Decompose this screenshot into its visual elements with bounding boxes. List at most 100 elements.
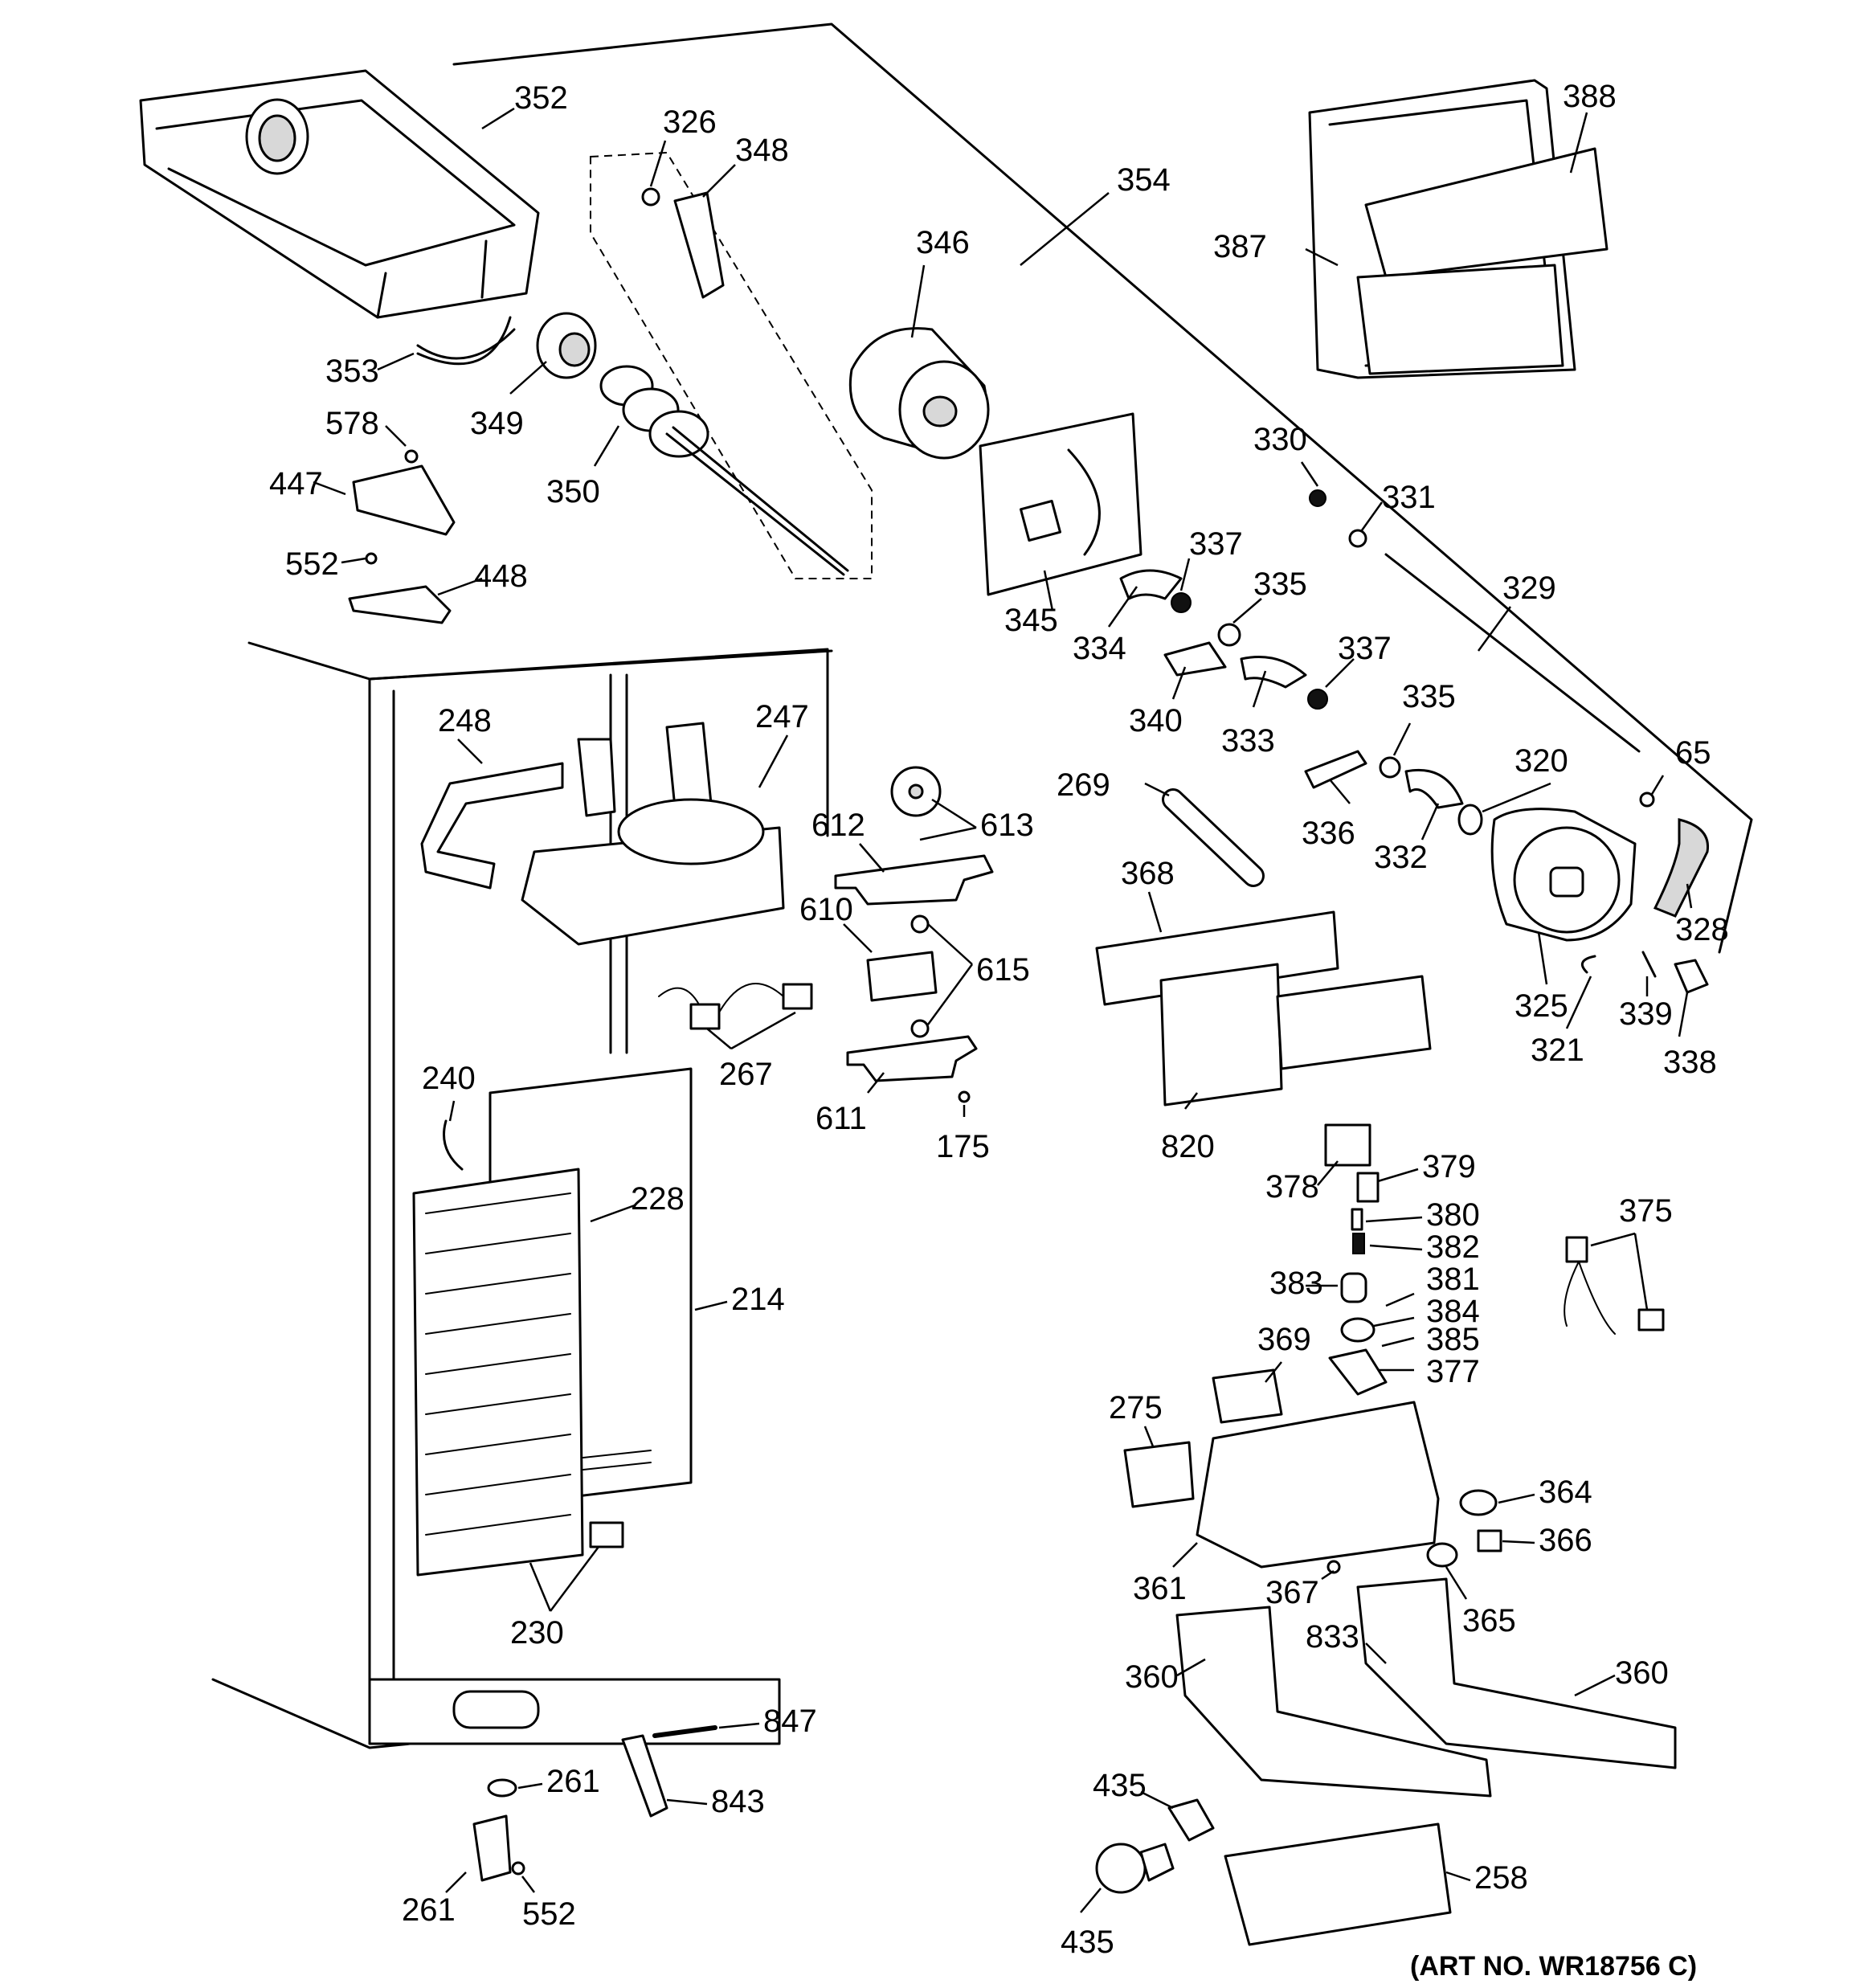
callout-361: 361 <box>1133 1571 1187 1606</box>
art-number: (ART NO. WR18756 C) <box>1410 1951 1697 1982</box>
plate-275 <box>1123 1441 1195 1508</box>
washer-326 <box>641 187 660 207</box>
cam-334 <box>1119 569 1183 600</box>
callout-65: 65 <box>1675 735 1711 771</box>
grommet-615-upper <box>910 914 930 934</box>
callout-348: 348 <box>735 133 789 168</box>
arm-843 <box>621 1734 668 1818</box>
callout-613: 613 <box>980 808 1034 843</box>
ice-bucket-352 <box>139 69 540 360</box>
callout-349: 349 <box>470 406 524 441</box>
motor-325 <box>1490 808 1637 942</box>
callout-360-left: 360 <box>1125 1659 1179 1695</box>
pin-380 <box>1351 1208 1363 1231</box>
callout-331: 331 <box>1382 480 1436 515</box>
washer-335-upper <box>1217 623 1241 647</box>
callout-228: 228 <box>631 1181 685 1217</box>
callout-611: 611 <box>816 1101 867 1136</box>
cylinder-383 <box>1340 1272 1367 1303</box>
housing-361 <box>1196 1401 1440 1569</box>
spring-337-upper <box>1171 592 1192 613</box>
leader-lines <box>313 107 1693 1913</box>
callout-336: 336 <box>1302 816 1355 851</box>
callout-847: 847 <box>763 1704 817 1739</box>
auger-assembly-outline <box>590 151 873 579</box>
harness-375 <box>1564 1236 1665 1335</box>
coupling-349 <box>536 312 597 379</box>
callout-269: 269 <box>1057 767 1110 803</box>
rod-329 <box>1384 553 1641 753</box>
callout-261-upper: 261 <box>546 1764 600 1799</box>
callout-333: 333 <box>1221 723 1275 759</box>
screw-578 <box>404 449 419 464</box>
callout-369: 369 <box>1257 1322 1311 1357</box>
button-365 <box>1426 1542 1458 1568</box>
callout-615: 615 <box>976 952 1030 988</box>
fan-housing-247 <box>521 722 785 946</box>
callout-843: 843 <box>711 1784 765 1819</box>
motor-610 <box>866 951 938 1002</box>
callout-247: 247 <box>755 699 809 734</box>
callout-447: 447 <box>269 466 323 501</box>
callout-175: 175 <box>936 1129 990 1164</box>
callout-448: 448 <box>474 558 528 594</box>
arm-328 <box>1653 818 1710 918</box>
spring-337-lower <box>1307 689 1328 710</box>
spring-382 <box>1352 1233 1365 1254</box>
evaporator-coil-228 <box>412 1168 584 1577</box>
washer-261-upper <box>487 1778 517 1798</box>
callout-329: 329 <box>1502 571 1556 606</box>
rail-360-right <box>1356 1577 1677 1769</box>
callout-380: 380 <box>1426 1197 1480 1233</box>
bracket-447 <box>352 464 456 536</box>
callout-325: 325 <box>1514 988 1568 1024</box>
screw-552-lower <box>511 1861 525 1876</box>
callout-328: 328 <box>1675 912 1729 947</box>
callout-353: 353 <box>325 354 379 389</box>
callout-383: 383 <box>1269 1266 1323 1301</box>
callout-368: 368 <box>1121 856 1175 891</box>
bracket-611 <box>846 1035 978 1082</box>
fill-tube-269 <box>1162 788 1265 887</box>
washer-335-lower <box>1379 756 1401 779</box>
callout-435-lower: 435 <box>1061 1925 1114 1960</box>
switch-369 <box>1212 1368 1283 1424</box>
callout-267: 267 <box>719 1057 773 1092</box>
callout-381: 381 <box>1426 1262 1480 1297</box>
callout-365: 365 <box>1462 1603 1516 1638</box>
lamp-435 <box>1095 1843 1175 1894</box>
hinge-261 <box>472 1814 512 1882</box>
solenoid-378 <box>1324 1123 1371 1167</box>
bracket-230 <box>589 1521 624 1548</box>
callout-230: 230 <box>510 1615 564 1651</box>
cam-340 <box>1163 641 1227 677</box>
callout-340: 340 <box>1129 703 1183 738</box>
harness-267 <box>658 983 813 1030</box>
grommet-615-lower <box>910 1019 930 1038</box>
drum-346 <box>848 327 990 460</box>
screw-552-upper <box>365 552 378 565</box>
callout-552-upper: 552 <box>285 546 339 582</box>
callout-384: 384 <box>1426 1294 1480 1329</box>
callout-578: 578 <box>325 406 379 441</box>
bracket-448 <box>348 585 452 624</box>
callout-321: 321 <box>1531 1033 1584 1068</box>
callout-labels: 352 326 348 346 354 388 387 353 349 350 … <box>269 79 1729 1982</box>
auger-350 <box>599 365 849 576</box>
bracket-612 <box>834 854 994 906</box>
callout-364: 364 <box>1539 1475 1592 1510</box>
callout-387: 387 <box>1213 229 1267 264</box>
rail-360-left <box>1175 1606 1492 1798</box>
callout-377: 377 <box>1426 1354 1480 1389</box>
callout-385: 385 <box>1426 1322 1480 1357</box>
spring-330 <box>1309 489 1326 507</box>
screw-367 <box>1326 1560 1341 1574</box>
dispenser-door-387-388 <box>1308 79 1609 379</box>
callout-552-lower: 552 <box>522 1896 576 1932</box>
callout-352: 352 <box>514 80 568 116</box>
fan-blade-613 <box>890 766 942 817</box>
lamp-cover-258 <box>1224 1822 1452 1946</box>
callout-612: 612 <box>811 808 865 843</box>
screw-175 <box>958 1090 971 1103</box>
